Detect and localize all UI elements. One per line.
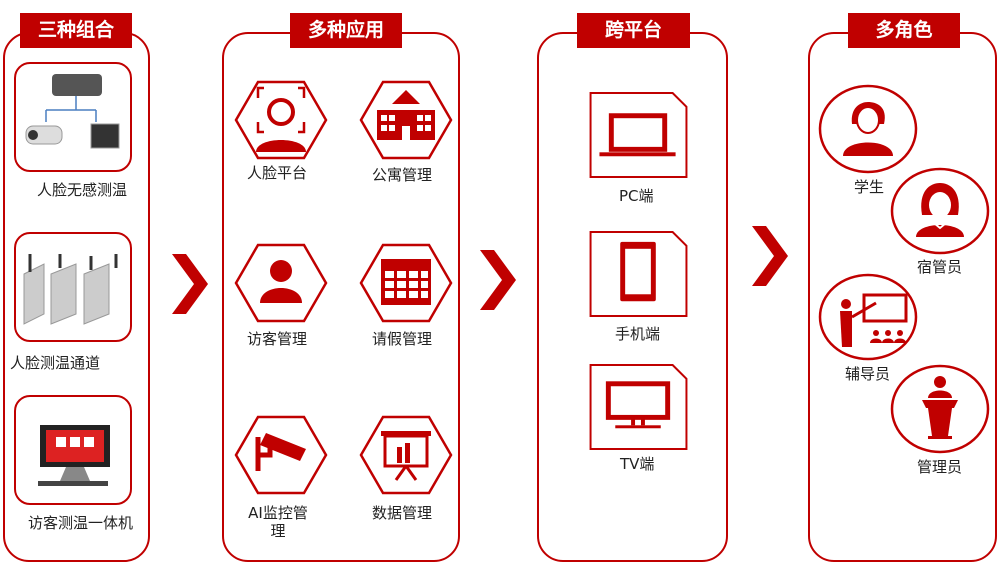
chevron-right-icon: [752, 226, 788, 286]
item-label: TV端: [620, 455, 655, 473]
chevron-right-icon: [480, 250, 516, 310]
item-label: 学生: [854, 178, 885, 196]
item-label: 人脸平台: [247, 164, 308, 182]
item-label: 请假管理: [372, 330, 433, 348]
item-label: 手机端: [615, 325, 661, 343]
item-label: AI监控管理: [248, 504, 308, 540]
laptop-icon: [589, 92, 688, 179]
panel-title: 跨平台: [577, 13, 690, 48]
item-label: 访客管理: [247, 330, 308, 348]
panel-title: 三种组合: [20, 13, 132, 48]
teacher-icon: [818, 273, 918, 361]
tv-icon: [589, 364, 688, 451]
kiosk-image: [14, 395, 132, 505]
camera-kit-image: [14, 62, 132, 172]
item-label: 人脸无感测温: [37, 181, 128, 199]
admin-podium-icon: [890, 364, 990, 454]
item-label: 数据管理: [372, 504, 433, 522]
panel-title: 多种应用: [290, 13, 402, 48]
item-label: 管理员: [917, 458, 963, 476]
item-label: 访客测温一体机: [28, 514, 134, 532]
face-scan-icon: [234, 80, 328, 160]
calendar-icon: [359, 243, 453, 323]
item-label: PC端: [619, 187, 654, 205]
dorm-manager-icon: [890, 167, 990, 255]
cctv-icon: [234, 415, 328, 495]
phone-icon: [589, 231, 688, 318]
student-icon: [818, 84, 918, 174]
item-label: 人脸测温通道: [10, 354, 101, 372]
user-icon: [234, 243, 328, 323]
panel-title: 多角色: [848, 13, 960, 48]
item-label: 公寓管理: [372, 166, 433, 184]
item-label: 辅导员: [845, 365, 891, 383]
chevron-right-icon: [172, 254, 208, 314]
building-icon: [359, 80, 453, 160]
turnstile-image: [14, 232, 132, 342]
presentation-chart-icon: [359, 415, 453, 495]
item-label: 宿管员: [917, 258, 963, 276]
